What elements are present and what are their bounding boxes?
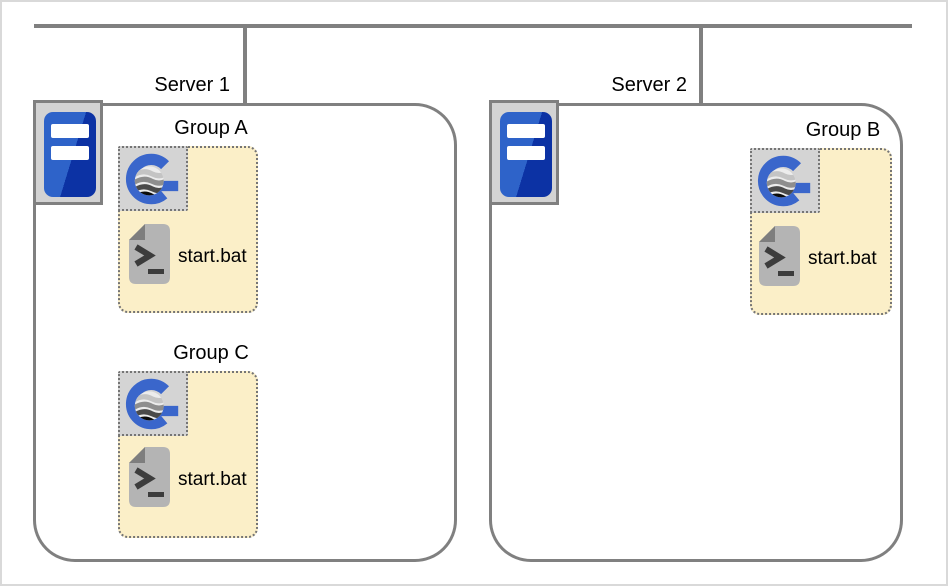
group-c-app-tile bbox=[118, 371, 188, 436]
group-b-script-label: start.bat bbox=[808, 248, 877, 269]
server2-label: Server 2 bbox=[611, 74, 687, 96]
group-b-label: Group B bbox=[805, 119, 881, 141]
document-fold bbox=[759, 226, 775, 242]
geoserver-g-bar bbox=[153, 405, 179, 416]
server-slot-bar bbox=[51, 124, 89, 138]
geoserver-g-arc bbox=[757, 155, 802, 206]
server-icon bbox=[33, 100, 103, 205]
group-a-script-label: start.bat bbox=[178, 246, 247, 267]
batch-script-icon bbox=[757, 225, 801, 288]
batch-script-svg bbox=[759, 226, 800, 286]
server2-connector-line bbox=[699, 24, 703, 106]
geoserver-g-bar bbox=[153, 180, 179, 191]
batch-script-svg bbox=[129, 447, 170, 507]
server1-label: Server 1 bbox=[154, 74, 230, 96]
prompt-underscore bbox=[148, 492, 164, 497]
group-a-label: Group A bbox=[174, 117, 248, 139]
geoserver-logo-icon bbox=[125, 153, 179, 204]
batch-script-icon bbox=[127, 223, 171, 286]
prompt-chevron bbox=[134, 244, 156, 267]
prompt-chevron bbox=[134, 467, 156, 490]
group-b-app-tile bbox=[750, 148, 820, 213]
prompt-chevron bbox=[764, 246, 786, 269]
batch-script-icon bbox=[127, 446, 171, 509]
geoserver-g-arc bbox=[125, 153, 170, 204]
network-bus-line bbox=[34, 24, 912, 28]
prompt-underscore bbox=[778, 271, 794, 276]
server-tower bbox=[44, 112, 96, 197]
server-slot-bar bbox=[507, 146, 545, 160]
geoserver-logo-icon bbox=[125, 378, 179, 429]
group-c-script-label: start.bat bbox=[178, 469, 247, 490]
group-c-label: Group C bbox=[173, 342, 249, 364]
geoserver-g-arc bbox=[125, 378, 170, 429]
group-a-app-tile bbox=[118, 146, 188, 211]
server-slot-bar bbox=[507, 124, 545, 138]
prompt-underscore bbox=[148, 269, 164, 274]
geoserver-g-bar bbox=[785, 182, 811, 193]
document-fold bbox=[129, 224, 145, 240]
batch-script-svg bbox=[129, 224, 170, 284]
server-slot-bar bbox=[51, 146, 89, 160]
server1-connector-line bbox=[243, 24, 247, 106]
server-icon bbox=[489, 100, 559, 205]
geoserver-logo-icon bbox=[757, 155, 811, 206]
server-tower bbox=[500, 112, 552, 197]
document-fold bbox=[129, 447, 145, 463]
